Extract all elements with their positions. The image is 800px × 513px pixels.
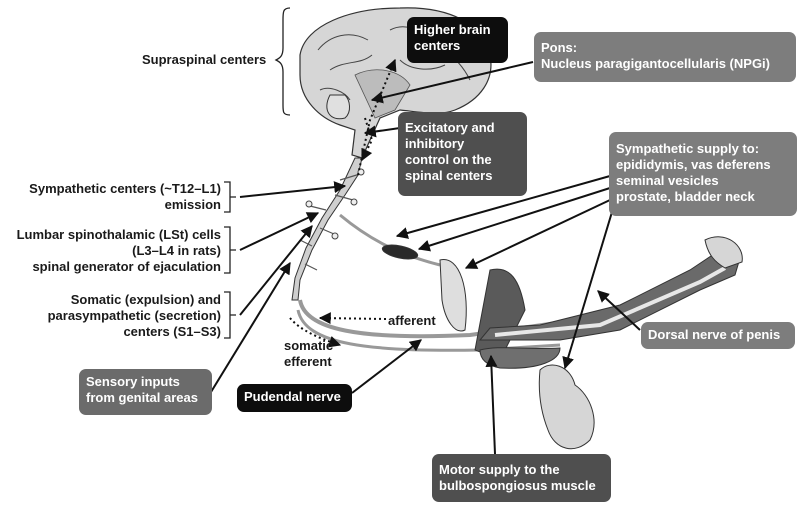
label-line: centers (S1–S3) bbox=[123, 324, 221, 339]
afferent-label: afferent bbox=[388, 313, 436, 328]
sensory-inputs-box: Sensory inputs from genital areas bbox=[79, 369, 212, 415]
label-line: efferent bbox=[284, 354, 332, 369]
label-line: spinal centers bbox=[405, 168, 493, 183]
label-line: inhibitory bbox=[405, 136, 465, 151]
supraspinal-centers-label: Supraspinal centers bbox=[142, 52, 267, 67]
dorsal-nerve-of-penis-box: Dorsal nerve of penis bbox=[641, 322, 795, 349]
motor-supply-box: Motor supply to the bulbospongiosus musc… bbox=[432, 454, 611, 502]
pons-npgi-box: Pons: Nucleus paragigantocellularis (NPG… bbox=[534, 32, 796, 82]
label-line: Lumbar spinothalamic (LSt) cells bbox=[16, 227, 221, 242]
sympathetic-supply-box: Sympathetic supply to: epididymis, vas d… bbox=[609, 132, 797, 216]
bracket-lines bbox=[224, 7, 291, 339]
label-line: spinal generator of ejaculation bbox=[32, 259, 221, 274]
label-line: Higher brain bbox=[414, 22, 491, 37]
label-line: prostate, bladder neck bbox=[616, 189, 755, 204]
label-line: Motor supply to the bbox=[439, 462, 560, 477]
dotted-pathways bbox=[289, 58, 397, 348]
label-line: control on the bbox=[405, 152, 492, 167]
label-line: somatic bbox=[284, 338, 334, 353]
somatic-parasympathetic-label: Somatic (expulsion) and parasympathetic … bbox=[0, 292, 221, 340]
label-line: centers bbox=[414, 38, 461, 53]
label-line: epididymis, vas deferens bbox=[616, 157, 771, 172]
label-line: parasympathetic (secretion) bbox=[47, 308, 221, 323]
spinal-cord-illustration bbox=[291, 157, 365, 301]
excitatory-inhibitory-control-box: Excitatory and inhibitory control on the… bbox=[398, 112, 527, 196]
label-line: Sympathetic centers (~T12–L1) bbox=[29, 181, 221, 196]
sympathetic-centers-label: Sympathetic centers (~T12–L1) emission bbox=[0, 181, 221, 213]
label-line: from genital areas bbox=[86, 390, 198, 405]
somatic-efferent-label: somatic efferent bbox=[284, 338, 333, 370]
label-line: Pons: bbox=[541, 40, 578, 55]
label-line: Sensory inputs bbox=[86, 374, 180, 389]
label-line: Somatic (expulsion) and bbox=[70, 292, 221, 307]
pelvic-organs-illustration bbox=[381, 236, 743, 450]
label-line: Nucleus paragigantocellularis (NPGi) bbox=[541, 56, 770, 71]
label-line: Sympathetic supply to: bbox=[616, 141, 760, 156]
leader-arrows bbox=[210, 61, 641, 455]
label-line: emission bbox=[164, 197, 221, 212]
higher-brain-centers-box: Higher brain centers bbox=[407, 17, 508, 63]
pudendal-nerve-box: Pudendal nerve bbox=[237, 384, 352, 412]
label-line: seminal vesicles bbox=[616, 173, 719, 188]
label-line: (L3–L4 in rats) bbox=[132, 243, 221, 258]
lumbar-spinothalamic-label: Lumbar spinothalamic (LSt) cells (L3–L4 … bbox=[0, 227, 221, 275]
label-line: Excitatory and bbox=[405, 120, 495, 135]
label-line: bulbospongiosus muscle bbox=[439, 478, 596, 493]
